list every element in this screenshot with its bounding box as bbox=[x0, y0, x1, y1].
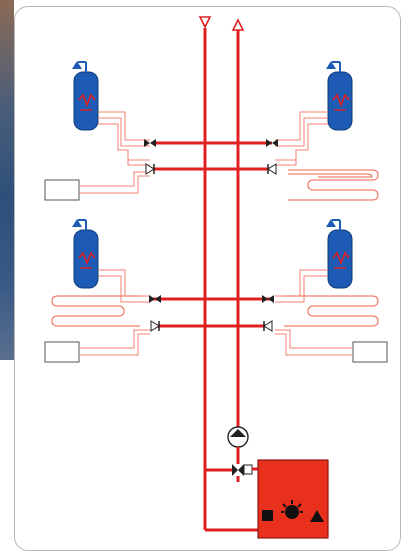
return-riser bbox=[231, 18, 245, 460]
arrow-up-icon bbox=[231, 18, 245, 31]
radiator-box bbox=[352, 341, 388, 363]
boiler-unit bbox=[257, 459, 329, 539]
circulation-pump bbox=[227, 426, 249, 448]
valve-icon bbox=[150, 320, 160, 332]
valve-icon bbox=[232, 464, 244, 476]
floor-heating-loop bbox=[288, 169, 379, 201]
arrow-down-icon bbox=[198, 16, 212, 29]
water-tank-icon bbox=[325, 218, 353, 289]
valve-icon bbox=[263, 320, 273, 332]
valve-icon bbox=[267, 163, 277, 175]
unit-top-right bbox=[266, 60, 379, 201]
floor-heating-loop bbox=[284, 295, 379, 327]
water-tank-icon bbox=[71, 218, 99, 289]
triangle-icon bbox=[310, 510, 324, 522]
valve-icon bbox=[266, 139, 278, 147]
water-tank-icon bbox=[71, 60, 99, 131]
unit-top-left bbox=[44, 60, 156, 201]
square-icon bbox=[262, 510, 273, 521]
header-pipes-lower bbox=[152, 297, 272, 328]
header-pipes-upper bbox=[152, 141, 272, 171]
unit-bottom-right bbox=[262, 218, 388, 363]
unit-bottom-left bbox=[44, 218, 161, 363]
mixing-valve bbox=[205, 447, 260, 532]
radiator-box bbox=[44, 179, 80, 201]
valve-icon bbox=[145, 163, 155, 175]
valve-icon bbox=[149, 295, 161, 303]
radiator-box bbox=[44, 341, 80, 363]
valve-icon bbox=[262, 295, 274, 303]
floor-heating-loop bbox=[51, 295, 140, 327]
water-tank-icon bbox=[325, 60, 353, 131]
flame-icon bbox=[281, 500, 303, 519]
background-photo-strip bbox=[0, 0, 14, 360]
supply-riser bbox=[198, 16, 212, 530]
